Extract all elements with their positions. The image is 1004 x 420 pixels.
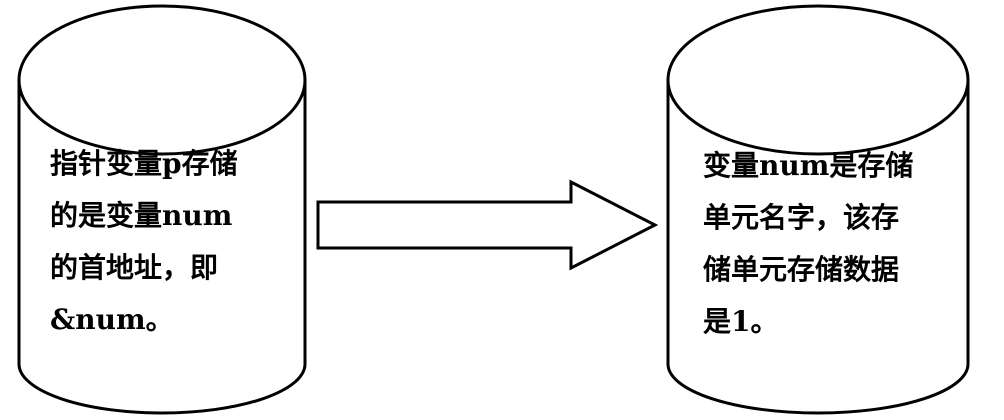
left-cylinder xyxy=(17,4,307,415)
right-text-line: 是1。 xyxy=(703,305,779,338)
right-cylinder-text: 变量num是存储 单元名字，该存 储单元存储数据 是1。 xyxy=(703,140,913,348)
left-cylinder-body xyxy=(17,80,307,415)
left-text-line: 的是变量num xyxy=(50,199,233,232)
left-cylinder-text: 指针变量p存储 的是变量num 的首地址，即 &num。 xyxy=(50,138,238,346)
right-text-line: 单元名字，该存 xyxy=(703,201,900,234)
right-cylinder xyxy=(666,4,970,415)
right-cylinder-body xyxy=(666,80,970,415)
right-text-line: 变量num是存储 xyxy=(703,149,914,182)
right-text-line: 储单元存储数据 xyxy=(703,253,900,286)
left-text-line: 指针变量p存储 xyxy=(50,147,238,180)
right-cylinder-top xyxy=(666,4,970,156)
left-cylinder-top xyxy=(17,4,307,156)
left-text-line: &num。 xyxy=(50,303,174,336)
left-text-line: 的首地址，即 xyxy=(50,251,219,284)
right-arrow xyxy=(316,179,659,271)
